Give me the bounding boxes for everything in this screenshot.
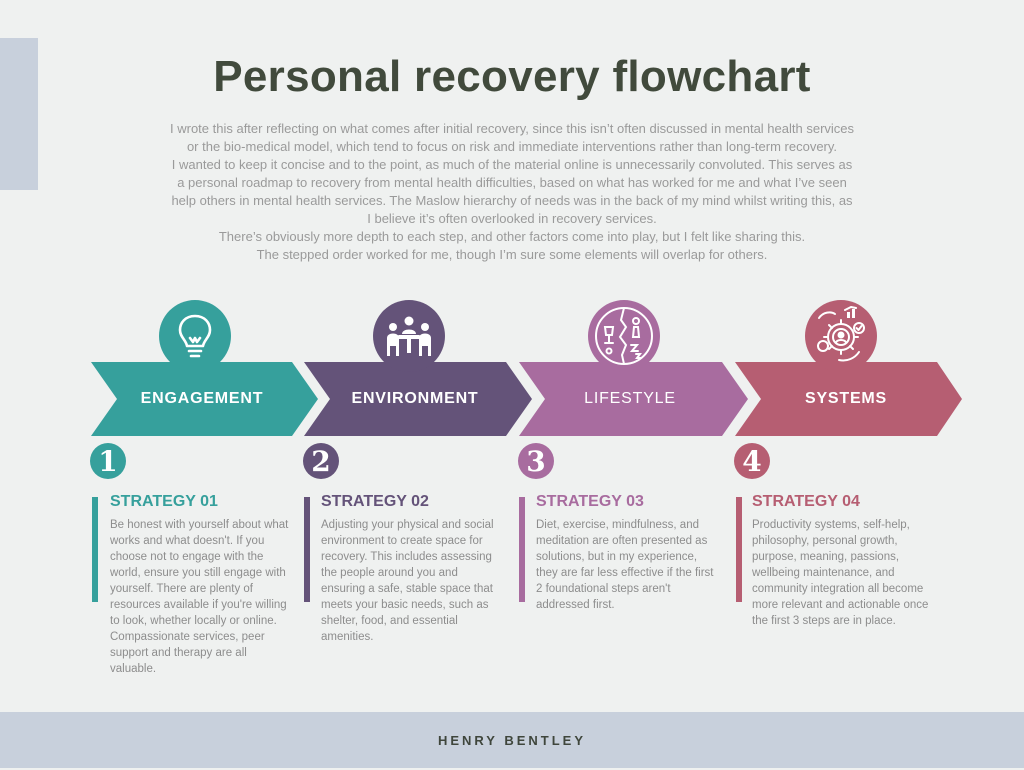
step-label-engagement: ENGAGEMENT [140,390,264,407]
strategy-text-03: Diet, exercise, mindfulness, and meditat… [536,519,714,611]
chevron-systems [735,362,962,436]
engagement-icon-circle [159,300,231,372]
step-label-environment: ENVIRONMENT [351,390,479,407]
strategy-text-04: Productivity systems, self-help, philoso… [752,519,929,627]
strategy-accent-bar [92,497,98,602]
systems-icon-circle [805,300,877,372]
strategy-accent-bar [304,497,310,602]
chevron-lifestyle [519,362,748,436]
strategy-accent-bar [519,497,525,602]
environment-icon-circle [373,300,445,372]
step-number-3: 3 [518,443,554,479]
step-chevrons [91,362,962,436]
meeting-table-icon [387,316,431,356]
intro-text: I wrote this after reflecting on what co… [170,120,854,264]
side-accent-bar [0,38,38,190]
lightbulb-icon [178,314,212,358]
strategy-text-01: Be honest with yourself about what works… [110,519,289,675]
strategy-accent-bar [736,497,742,602]
intro-paragraph: I wanted to keep it concise and to the p… [171,157,853,226]
page-title: Personal recovery flowchart [213,52,811,101]
step-number-2: 2 [303,443,339,479]
strategy-title-02: STRATEGY 02 [321,493,429,510]
intro-paragraph: The stepped order worked for me, though … [256,247,768,262]
step-label-systems: SYSTEMS [804,390,888,407]
intro-paragraph: There’s obviously more depth to each ste… [218,229,806,244]
step-label-lifestyle: LIFESTYLE [584,390,676,407]
step-number-4: 4 [734,443,770,479]
strategy-text-02: Adjusting your physical and social envir… [321,519,494,643]
work-life-balance-icon [595,307,653,365]
strategy-title-04: STRATEGY 04 [752,493,860,510]
lifestyle-icon-circle [588,300,660,372]
gear-growth-icon [817,306,865,362]
author-footer: HENRY BENTLEY [0,712,1024,768]
step-number-1: 1 [90,443,126,479]
strategy-title-01: STRATEGY 01 [110,493,218,510]
strategy-title-03: STRATEGY 03 [536,493,644,510]
chevron-environment [304,362,532,436]
chevron-engagement [91,362,318,436]
intro-paragraph: I wrote this after reflecting on what co… [170,121,855,154]
